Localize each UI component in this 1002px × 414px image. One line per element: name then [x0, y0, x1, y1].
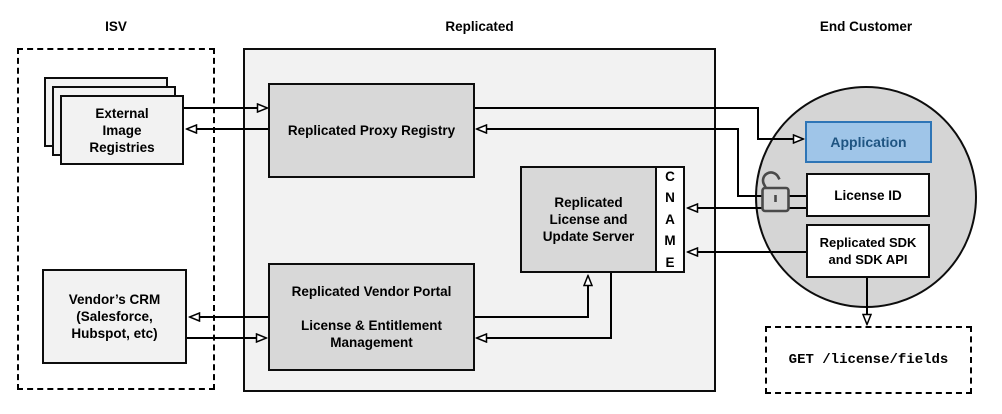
proxy-registry-node: Replicated Proxy Registry [268, 83, 475, 178]
external-image-registries-node: External Image Registries [60, 95, 184, 165]
vendor-portal-node: Replicated Vendor Portal License & Entit… [268, 263, 475, 371]
cname-node: C N A M E [655, 166, 685, 273]
get-license-fields-endpoint: GET /license/fields [765, 326, 972, 394]
application-node: Application [805, 121, 932, 163]
section-title-end-customer: End Customer [819, 19, 913, 34]
license-id-node: License ID [806, 173, 930, 217]
vendor-crm-node: Vendor’s CRM (Salesforce, Hubspot, etc) [42, 269, 187, 364]
section-title-isv: ISV [105, 19, 127, 34]
isv-group-box [17, 48, 215, 390]
license-update-server-node: Replicated License and Update Server [520, 166, 657, 273]
replicated-sdk-node: Replicated SDK and SDK API [806, 224, 930, 278]
section-title-replicated: Replicated [445, 19, 514, 34]
